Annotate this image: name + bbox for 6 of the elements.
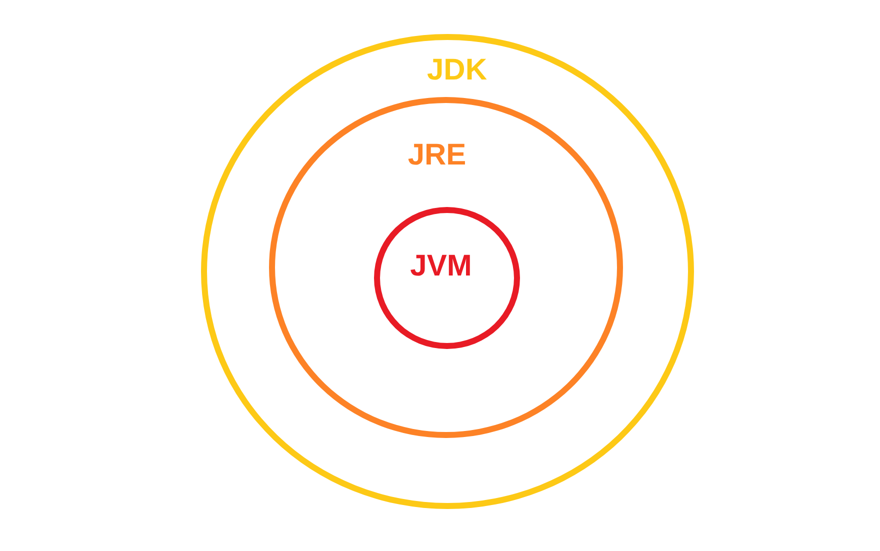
inner-circle — [374, 207, 520, 349]
middle-circle — [269, 97, 623, 438]
outer-circle — [201, 34, 694, 509]
circle-label: JVM — [410, 250, 472, 282]
circle-label: JRE — [408, 138, 466, 172]
circle-label: JDK — [427, 54, 487, 86]
